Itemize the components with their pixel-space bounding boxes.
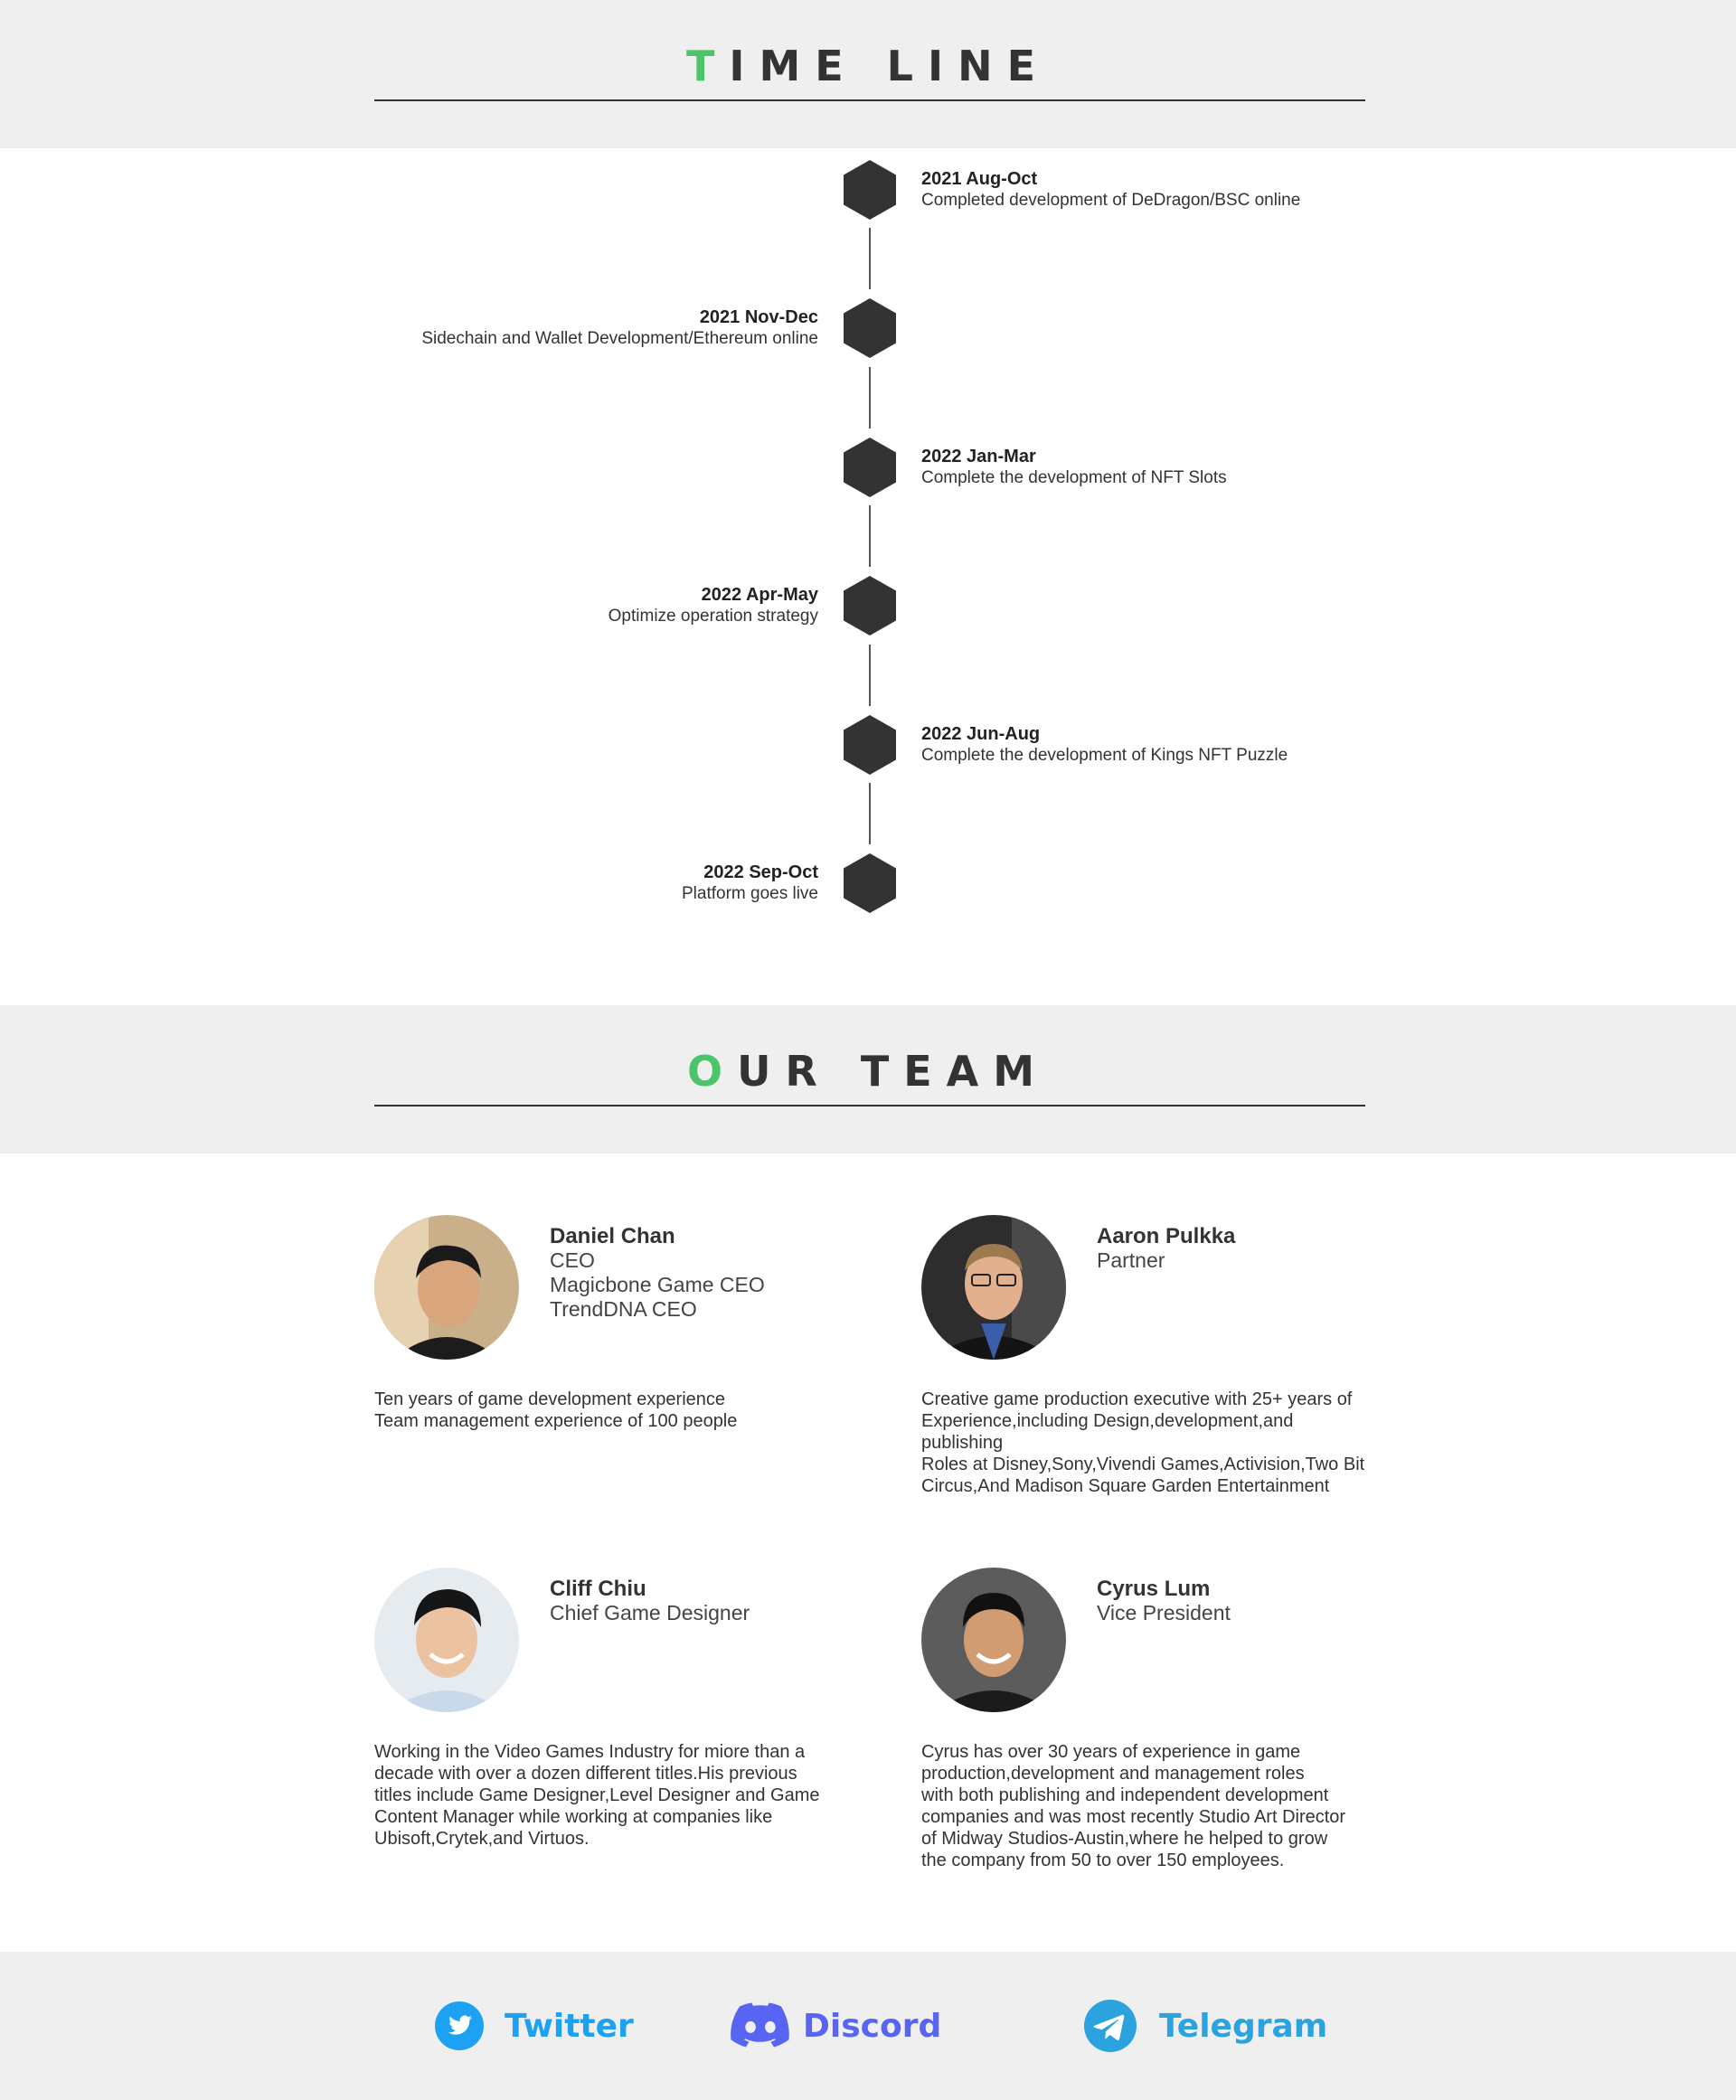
team-title-accent: O (686, 1047, 738, 1096)
timeline-item-desc: Optimize operation strategy (608, 607, 818, 626)
timeline-title: TIME LINE (0, 42, 1736, 90)
timeline-connector (869, 367, 871, 428)
timeline-title-rest: IME LINE (729, 42, 1051, 90)
bio-line: titles include Game Designer,Level Desig… (374, 1785, 820, 1805)
timeline-hexagon-marker (844, 715, 896, 775)
team-member-info: Daniel Chan CEO Magicbone Game CEO Trend… (550, 1224, 848, 1322)
bio-line: Content Manager while working at compani… (374, 1807, 773, 1827)
timeline-hexagon-marker (844, 298, 896, 358)
twitter-label: Twitter (505, 2007, 634, 2045)
timeline-item-desc: Complete the development of Kings NFT Pu… (921, 746, 1288, 765)
timeline-connector (869, 505, 871, 567)
team-member-role: Chief Game Designer (550, 1601, 750, 1624)
team-member-name: Daniel Chan (550, 1224, 675, 1248)
bio-line: Working in the Video Games Industry for … (374, 1742, 806, 1762)
team-header-band: OUR TEAM (0, 1005, 1736, 1154)
timeline-connector (869, 228, 871, 289)
bio-line: production,development and management ro… (921, 1764, 1305, 1784)
timeline-item-date: 2022 Jun-Aug (921, 724, 1041, 744)
bio-line: Circus,And Madison Square Garden Enterta… (921, 1476, 1330, 1496)
timeline-header-band: TIME LINE (0, 0, 1736, 148)
bio-line: Team management experience of 100 people (374, 1411, 738, 1431)
team-member-info: Aaron Pulkka Partner (1097, 1224, 1395, 1273)
timeline-hexagon-marker (844, 160, 896, 220)
team-title-rest: UR TEAM (737, 1047, 1050, 1096)
timeline-hexagon-marker (844, 853, 896, 913)
bio-line: decade with over a dozen different title… (374, 1764, 797, 1784)
discord-icon (731, 2002, 789, 2048)
bio-line: Cyrus has over 30 years of experience in… (921, 1742, 1301, 1762)
team-member-info: Cliff Chiu Chief Game Designer (550, 1577, 848, 1625)
bio-line: companies and was most recently Studio A… (921, 1807, 1346, 1827)
timeline-item-date: 2022 Jan-Mar (921, 447, 1036, 466)
footer-band: Twitter Discord Telegram (0, 1952, 1736, 2100)
team-member-role: Magicbone Game CEO (550, 1273, 765, 1296)
telegram-label: Telegram (1159, 2007, 1328, 2045)
bio-line: Ten years of game development experience (374, 1389, 726, 1409)
telegram-icon (1084, 2000, 1137, 2052)
avatar (374, 1215, 519, 1360)
avatar (921, 1568, 1066, 1712)
bio-line: Experience,including Design,development,… (921, 1411, 1294, 1453)
team-member-name: Cyrus Lum (1097, 1577, 1211, 1601)
avatar (921, 1215, 1066, 1360)
team-title-rule (374, 1105, 1365, 1107)
twitter-icon (435, 2001, 484, 2050)
team-member-bio: Working in the Video Games Industry for … (374, 1741, 826, 1850)
discord-label: Discord (803, 2007, 942, 2045)
team-member-role: CEO (550, 1248, 595, 1272)
team-member-role: Vice President (1097, 1601, 1231, 1624)
bio-line: Ubisoft,Crytek,and Virtuos. (374, 1829, 590, 1849)
team-member-role: Partner (1097, 1248, 1165, 1272)
timeline-item-date: 2022 Apr-May (701, 585, 818, 605)
timeline-hexagon-marker (844, 576, 896, 636)
bio-line: the company from 50 to over 150 employee… (921, 1850, 1285, 1870)
team-member-info: Cyrus Lum Vice President (1097, 1577, 1395, 1625)
timeline-item: 2021 Nov-Dec Sidechain and Wallet Develo… (348, 306, 818, 350)
timeline-hexagon-marker (844, 438, 896, 497)
timeline-item-desc: Sidechain and Wallet Development/Ethereu… (421, 329, 818, 348)
bio-line: of Midway Studios-Austin,where he helped… (921, 1829, 1328, 1849)
avatar (374, 1568, 519, 1712)
team-title: OUR TEAM (0, 1047, 1736, 1096)
timeline-item-date: 2021 Nov-Dec (699, 307, 818, 327)
team-member-name: Cliff Chiu (550, 1577, 646, 1601)
timeline-item: 2022 Jun-Aug Complete the development of… (921, 723, 1392, 767)
timeline-connector (869, 645, 871, 706)
bio-line: with both publishing and independent dev… (921, 1785, 1329, 1805)
timeline-item: 2022 Jan-Mar Complete the development of… (921, 446, 1392, 489)
twitter-link[interactable]: Twitter (434, 2001, 634, 2051)
timeline-item: 2021 Aug-Oct Completed development of De… (921, 168, 1392, 212)
timeline-item-date: 2022 Sep-Oct (703, 862, 818, 882)
timeline-item-desc: Platform goes live (681, 884, 818, 903)
discord-link[interactable]: Discord (731, 2002, 941, 2049)
team-member-bio: Cyrus has over 30 years of experience in… (921, 1741, 1373, 1871)
timeline-connector (869, 783, 871, 844)
timeline-item-desc: Complete the development of NFT Slots (921, 468, 1227, 487)
timeline-title-accent: T (685, 42, 730, 90)
timeline-item: 2022 Apr-May Optimize operation strategy (348, 584, 818, 627)
timeline-item-date: 2021 Aug-Oct (921, 169, 1038, 189)
team-member-bio: Creative game production executive with … (921, 1389, 1373, 1497)
bio-line: Roles at Disney,Sony,Vivendi Games,Activ… (921, 1455, 1365, 1474)
team-member-role: TrendDNA CEO (550, 1297, 697, 1321)
timeline-item-desc: Completed development of DeDragon/BSC on… (921, 191, 1301, 210)
team-member-name: Aaron Pulkka (1097, 1224, 1236, 1248)
timeline-item: 2022 Sep-Oct Platform goes live (348, 862, 818, 905)
telegram-link[interactable]: Telegram (1083, 1999, 1327, 2053)
team-member-bio: Ten years of game development experience… (374, 1389, 826, 1432)
timeline-title-rule (374, 99, 1365, 101)
bio-line: Creative game production executive with … (921, 1389, 1353, 1409)
